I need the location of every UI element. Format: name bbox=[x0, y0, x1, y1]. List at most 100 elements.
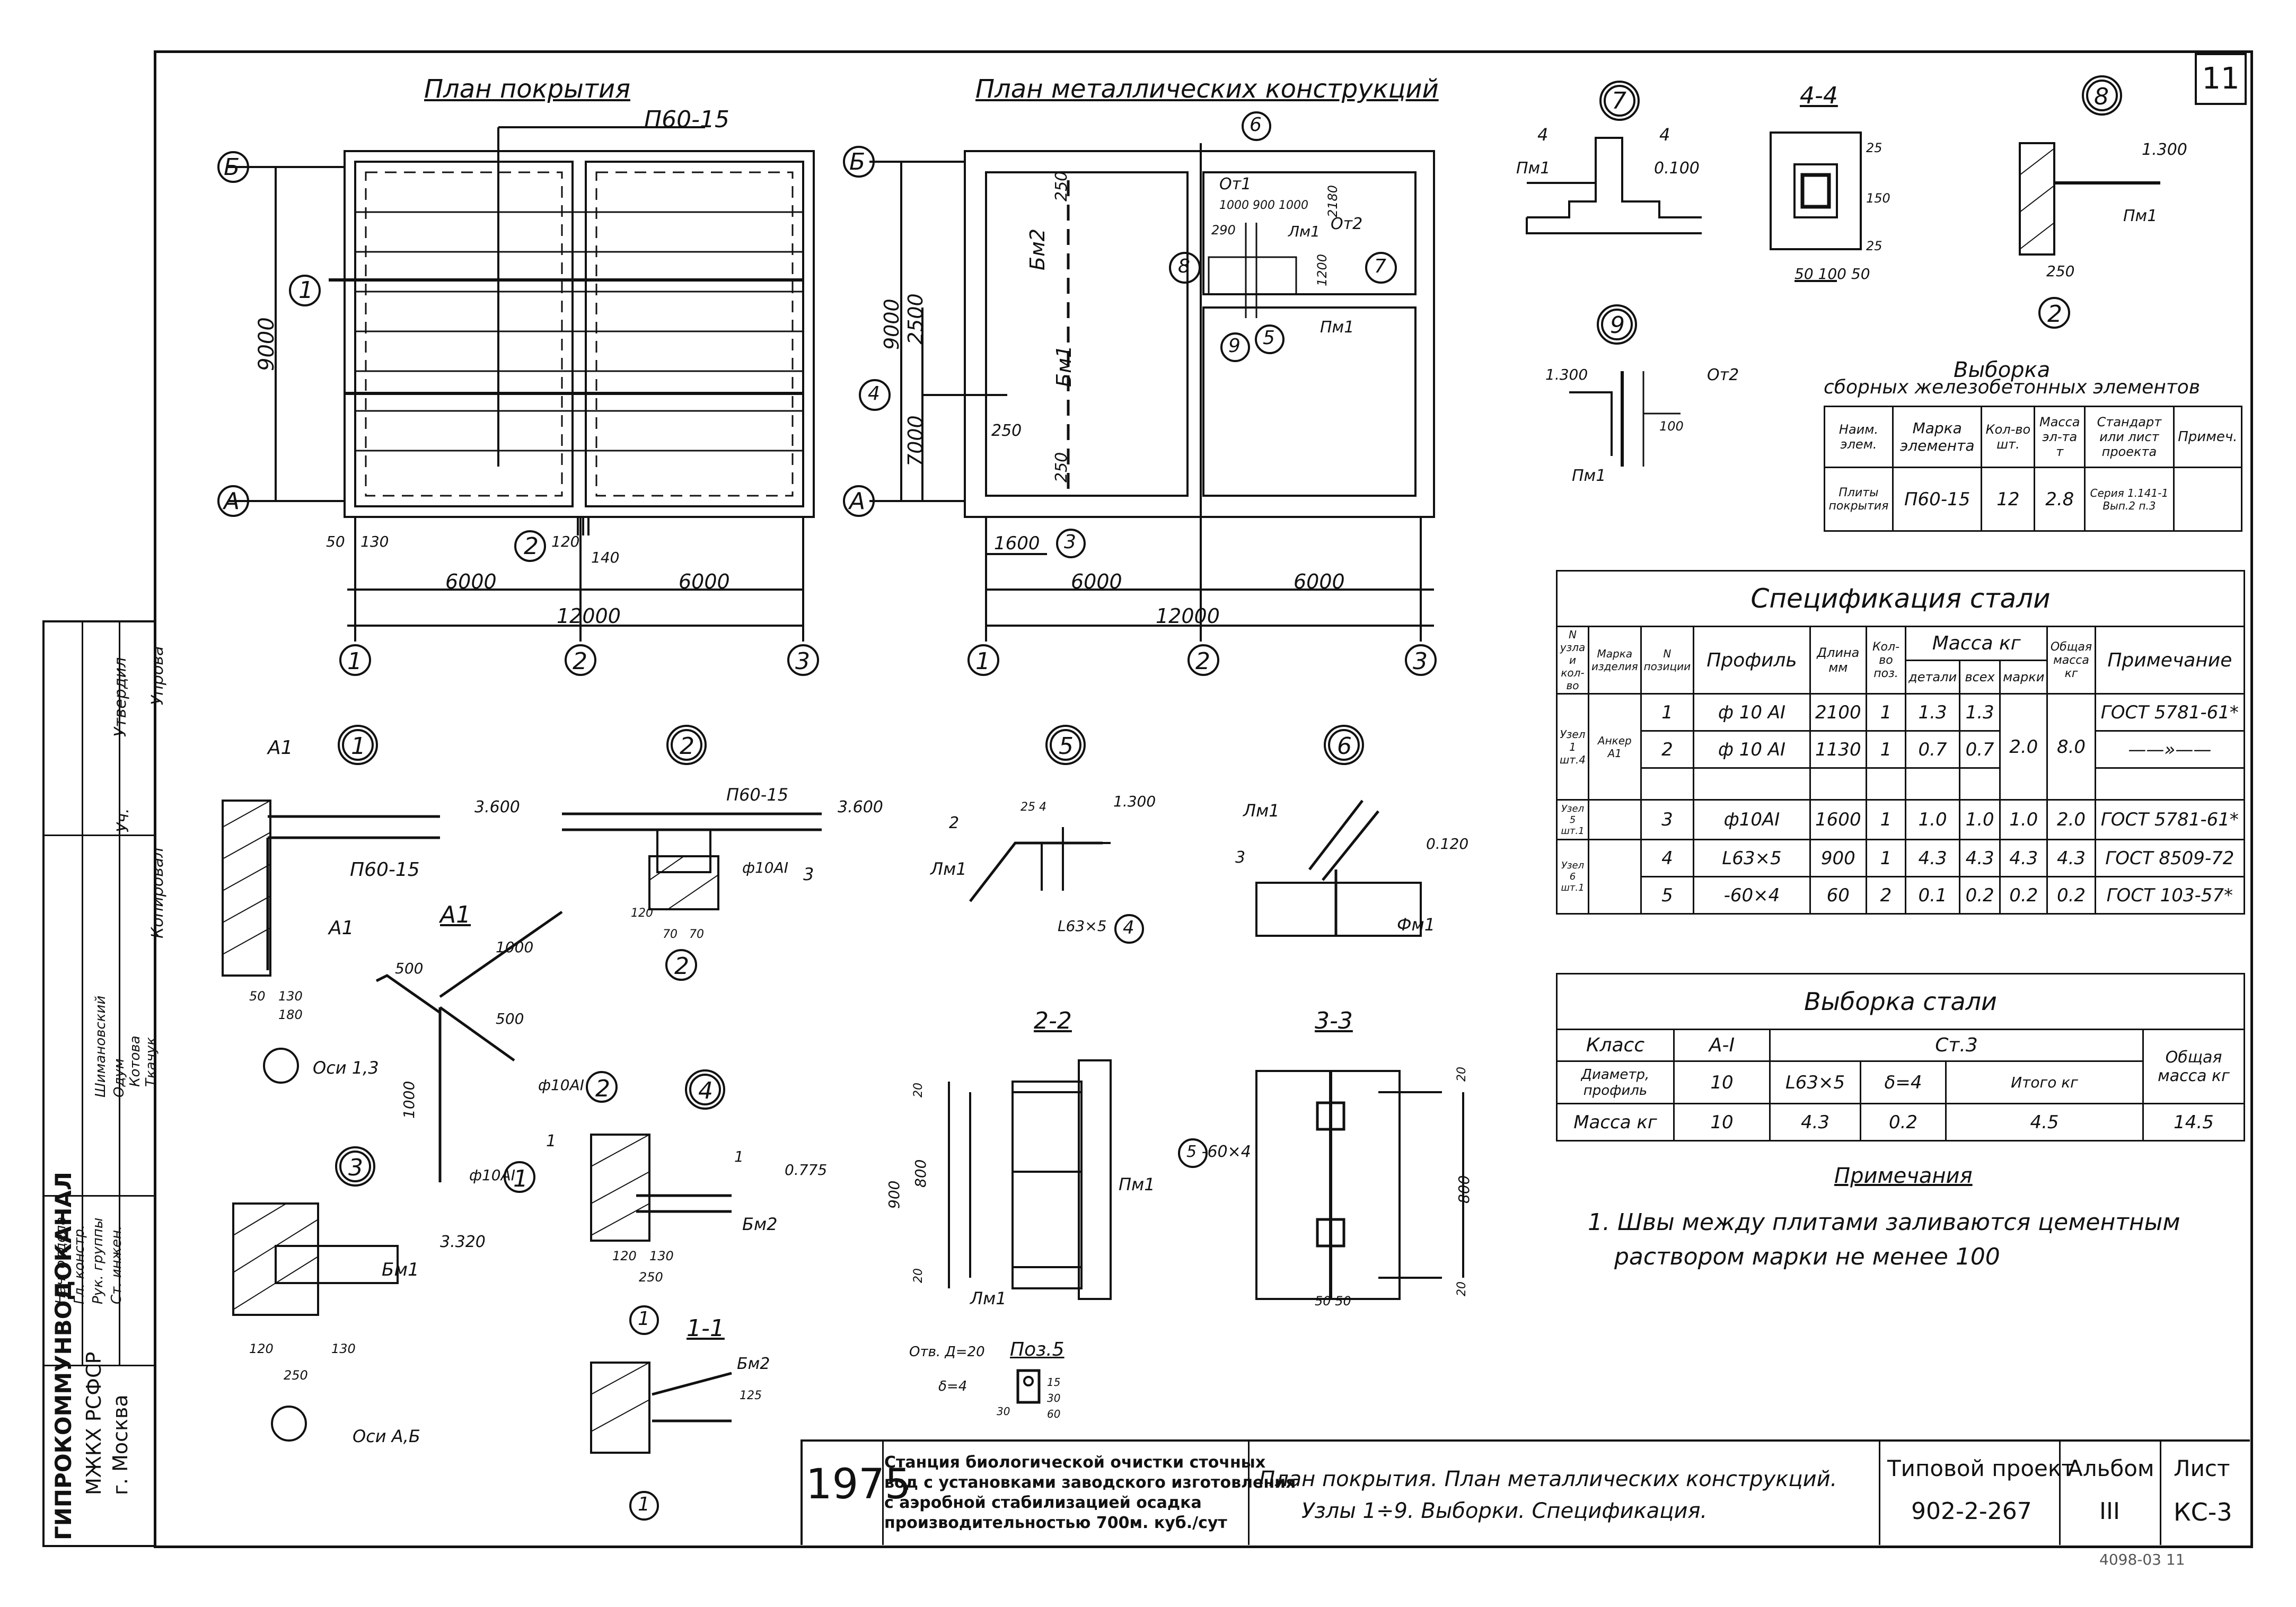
axis-3-label-roof: 3 bbox=[795, 648, 810, 675]
steel-spec-title: Спецификация стали bbox=[1556, 570, 2245, 627]
roof-dim-140: 140 bbox=[591, 549, 620, 566]
node1-dim-130: 130 bbox=[278, 989, 303, 1004]
sec44-dim-25a: 25 bbox=[1866, 140, 1882, 155]
rc-h-name: Наим. элем. bbox=[1824, 406, 1894, 468]
node9-num: 9 bbox=[1610, 312, 1625, 339]
spec-r2-qty: 1 bbox=[1865, 730, 1907, 769]
stamp-sub1: МЖКХ РСФСР bbox=[82, 1351, 105, 1495]
node1-slab: П60-15 bbox=[350, 859, 420, 881]
rc-h-mass: Масса эл-та т bbox=[2034, 406, 2086, 468]
node2-num: 2 bbox=[680, 733, 694, 760]
node7-elev: 0.100 bbox=[1654, 159, 1700, 178]
node6-sec: 3 bbox=[1235, 848, 1246, 867]
spec-r1-pos: 1 bbox=[1640, 693, 1695, 732]
stamp-extra: Упрова bbox=[148, 646, 167, 705]
poz5-dim-30a: 30 bbox=[997, 1405, 1010, 1418]
spec-r5-profile: -60×4 bbox=[1693, 876, 1811, 915]
node5-dims: 25 4 bbox=[1021, 801, 1046, 814]
node2-side: 3 bbox=[803, 864, 814, 884]
sec22-dim-20b: 20 bbox=[912, 1268, 925, 1283]
sec44-dim-150: 150 bbox=[1866, 191, 1890, 206]
sheet-title-1: План покрытия. План металлических констр… bbox=[1259, 1467, 1837, 1491]
node4-ref: 1 bbox=[638, 1308, 650, 1330]
spec-r4-qty: 1 bbox=[1865, 839, 1907, 877]
rc-r-name: Плиты покрытия bbox=[1824, 467, 1894, 532]
rc-h-std: Стандарт или лист проекта bbox=[2084, 406, 2175, 468]
a1-bar-a: ф10АI bbox=[538, 1076, 584, 1094]
summary-r1-plate: δ=4 bbox=[1860, 1060, 1947, 1104]
a1-dim-1000-side: 1000 bbox=[400, 1081, 418, 1119]
spec-r2-pos: 2 bbox=[1640, 730, 1695, 769]
spec-r4-detail: 4.3 bbox=[1905, 839, 1961, 877]
stamp-copied: Копировал bbox=[148, 847, 167, 938]
spec-r1-qty: 1 bbox=[1865, 693, 1907, 732]
metal-dim-7000: 7000 bbox=[904, 415, 927, 467]
node9-dim: 100 bbox=[1659, 419, 1684, 434]
axis-b-label: Б bbox=[224, 154, 240, 181]
steel-spec-table: Спецификация стали N узла и кол-во Марка… bbox=[1555, 570, 2246, 915]
metal-dim-250-c: 250 bbox=[1052, 452, 1071, 482]
roof-node-1: 1 bbox=[298, 277, 313, 304]
spec-r4-markm: 4.3 bbox=[1999, 839, 2048, 877]
sec22-dim-800: 800 bbox=[912, 1159, 929, 1188]
spec-h-detail: детали bbox=[1905, 659, 1961, 695]
list-number: КС-3 bbox=[2174, 1498, 2232, 1526]
footer-code: 4098-03 11 bbox=[2099, 1551, 2185, 1568]
metal-dim-2180: 2180 bbox=[1325, 185, 1340, 217]
stamp-approved: Утвердил bbox=[111, 657, 130, 737]
roof-dim-12000: 12000 bbox=[557, 604, 621, 628]
metal-dims-top: 1000 900 1000 bbox=[1219, 199, 1308, 212]
spec-r3-length: 1600 bbox=[1809, 799, 1867, 840]
axis-1-label-metal: 1 bbox=[975, 648, 990, 675]
sec33-dims-bottom: 50 50 bbox=[1315, 1294, 1351, 1309]
node5-num: 5 bbox=[1059, 733, 1074, 760]
node8-ref: 2 bbox=[2047, 301, 2062, 328]
spec-r1-profile: ф 10 АI bbox=[1693, 693, 1811, 732]
metal-dim-250-b: 250 bbox=[991, 421, 1022, 440]
node4-dim-250: 250 bbox=[639, 1270, 663, 1285]
spec-r4-note: ГОСТ 8509-72 bbox=[2094, 839, 2246, 877]
node5-elev: 1.300 bbox=[1113, 793, 1156, 810]
rc-h-note: Примеч. bbox=[2172, 406, 2243, 468]
summary-h-ai: А-I bbox=[1673, 1029, 1771, 1062]
summary-r2-total: 14.5 bbox=[2142, 1103, 2245, 1141]
sheet-number: 11 bbox=[2195, 53, 2247, 105]
node7-sec-right: 4 bbox=[1659, 125, 1670, 145]
spec-r4-all: 4.3 bbox=[1959, 839, 2001, 877]
summary-r1-ai: 10 bbox=[1673, 1060, 1771, 1104]
spec-r5-note: ГОСТ 103-57* bbox=[2094, 876, 2246, 915]
node5-label: Лм1 bbox=[930, 859, 967, 879]
metal-dim-12000: 12000 bbox=[1156, 604, 1220, 628]
node3-dim-130: 130 bbox=[331, 1341, 356, 1356]
node1-axis: Оси 1,3 bbox=[313, 1058, 379, 1078]
rc-r-mark: П60-15 bbox=[1892, 467, 1983, 532]
node8-dim: 250 bbox=[2046, 262, 2075, 280]
spec-h-qty: Кол-во поз. bbox=[1865, 626, 1907, 695]
summary-h-class: Класс bbox=[1556, 1029, 1675, 1062]
roof-node-2: 2 bbox=[524, 533, 539, 560]
node6-anchor: Фм1 bbox=[1397, 915, 1436, 935]
spec-h-note: Примечание bbox=[2094, 626, 2246, 695]
node6-num: 6 bbox=[1337, 733, 1352, 760]
summary-r2-label: Масса кг bbox=[1556, 1103, 1675, 1141]
spec-r5-pos: 5 bbox=[1640, 876, 1695, 915]
sec44-bottom-dims: 50 100 50 bbox=[1794, 265, 1870, 283]
summary-r2-itogo: 4.5 bbox=[1945, 1103, 2144, 1141]
node5-ref: 4 bbox=[1123, 917, 1134, 938]
stamp-name-4: Ткачук bbox=[143, 1037, 159, 1087]
spec-r3-pos: 3 bbox=[1640, 799, 1695, 840]
roof-dim-50: 50 bbox=[326, 533, 345, 550]
rc-table-title: Выборка bbox=[1954, 358, 2051, 382]
metal-dim-1600: 1600 bbox=[994, 533, 1040, 554]
spec-r3-markm: 1.0 bbox=[1999, 799, 2048, 840]
rc-table-subtitle: сборных железобетонных элементов bbox=[1824, 376, 2201, 398]
poz5-dim-60: 60 bbox=[1047, 1408, 1061, 1420]
poz5-title: Поз.5 bbox=[1010, 1339, 1065, 1360]
metal-dim-6000-right: 6000 bbox=[1294, 570, 1345, 593]
sec11-ref: 1 bbox=[638, 1494, 650, 1515]
spec-r4-pos: 4 bbox=[1640, 839, 1695, 877]
summary-r2-angle: 4.3 bbox=[1769, 1103, 1861, 1141]
a1-ref-b: 1 bbox=[513, 1165, 528, 1192]
metal-om2: От2 bbox=[1331, 215, 1363, 233]
sheet-title-2: Узлы 1÷9. Выборки. Спецификация. bbox=[1301, 1499, 1708, 1523]
